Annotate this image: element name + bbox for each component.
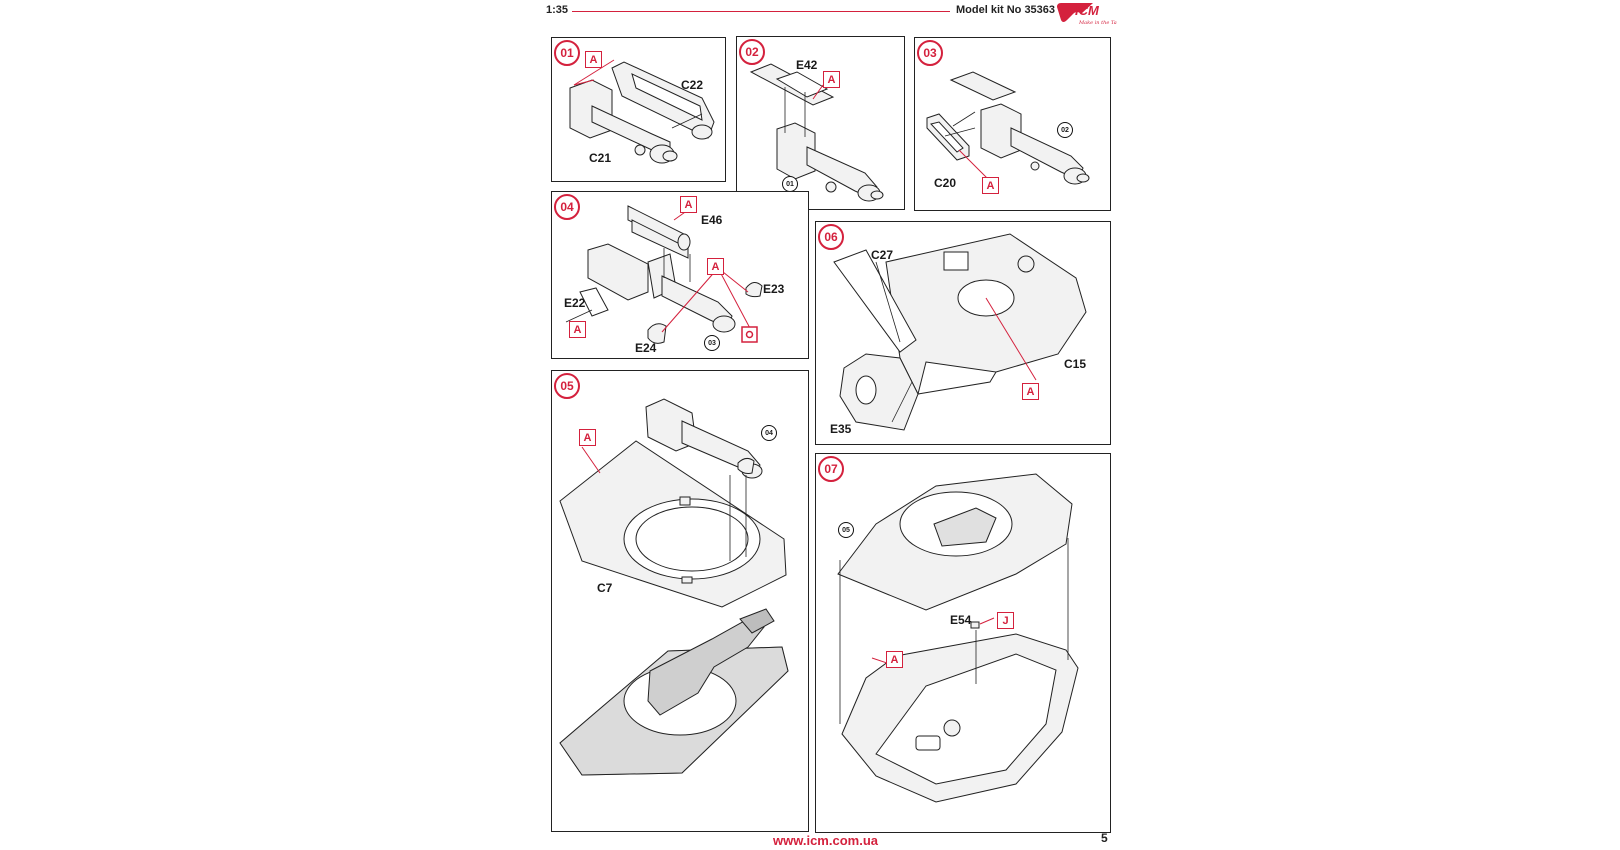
svg-text:Make in the Tank: Make in the Tank [1078, 20, 1117, 26]
paint-tag-a: A [707, 258, 724, 275]
step-number-badge: 03 [917, 40, 943, 66]
step-01-drawing [569, 59, 715, 164]
part-label-e42: E42 [796, 58, 818, 72]
part-label-c22: C22 [681, 78, 704, 92]
step-number-badge: 06 [818, 224, 844, 250]
icm-logo: ICM Make in the Tank [1053, 0, 1123, 26]
part-label-e54: E54 [950, 613, 972, 627]
part-label-c15: C15 [1064, 357, 1087, 371]
step-02-panel: 02 A E42 01 [736, 36, 905, 210]
step-05-drawing [559, 398, 789, 776]
part-label-c7: C7 [597, 581, 613, 595]
step-ref-02: 02 [1057, 122, 1073, 138]
step-01-panel: 01 A C22 C21 [551, 37, 726, 182]
paint-tag-a: A [585, 51, 602, 68]
paint-tag-a: A [569, 321, 586, 338]
header-divider [572, 11, 950, 12]
step-06-panel: 06 A C27 C15 E35 [815, 221, 1111, 445]
paint-tag-a: A [1022, 383, 1039, 400]
paint-tag-a: A [982, 177, 999, 194]
step-04-drawing [565, 205, 763, 344]
part-label-e46: E46 [701, 213, 723, 227]
scale-label: 1:35 [546, 4, 569, 16]
paint-tag-a: A [680, 196, 697, 213]
paint-tag-a: A [823, 71, 840, 88]
step-number-badge: 07 [818, 456, 844, 482]
step-ref-03: 03 [704, 335, 720, 351]
part-label-e23: E23 [763, 282, 785, 296]
step-04-panel: 04 A A A E46 E23 E22 E24 03 [551, 191, 809, 359]
step-number-badge: 04 [554, 194, 580, 220]
website-link[interactable]: www.icm.com.ua [773, 833, 878, 848]
step-07-drawing [837, 473, 1079, 803]
step-03-panel: 03 A C20 02 [914, 37, 1111, 211]
step-number-badge: 05 [554, 373, 580, 399]
step-07-panel: 07 A J E54 05 [815, 453, 1111, 833]
step-02-drawing [749, 63, 884, 202]
step-ref-01: 01 [782, 176, 798, 192]
part-label-e35: E35 [830, 422, 852, 436]
icm-logo-icon: ICM Make in the Tank [1057, 3, 1123, 26]
part-label-e22: E22 [564, 296, 586, 310]
kit-number: Model kit No 35363 [956, 4, 1056, 16]
paint-tag-a: A [579, 429, 596, 446]
step-ref-04: 04 [761, 425, 777, 441]
paint-tag-a: A [886, 651, 903, 668]
step-ref-05: 05 [838, 522, 854, 538]
page-number: 5 [1101, 831, 1108, 845]
step-03-drawing [926, 71, 1090, 185]
step-06-drawing [833, 233, 1087, 431]
step-number-badge: 02 [739, 39, 765, 65]
part-label-c27: C27 [871, 248, 894, 262]
svg-text:ICM: ICM [1075, 3, 1100, 18]
part-label-e24: E24 [635, 341, 657, 355]
step-05-panel: 05 A C7 04 [551, 370, 809, 832]
paint-tag-j: J [997, 612, 1014, 629]
part-label-c20: C20 [934, 176, 957, 190]
step-number-badge: 01 [554, 40, 580, 66]
part-label-c21: C21 [589, 151, 612, 165]
